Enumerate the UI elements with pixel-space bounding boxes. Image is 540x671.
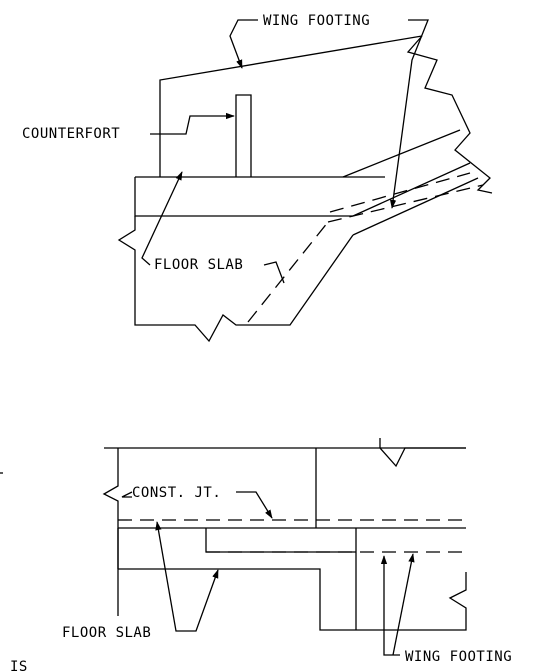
bottom-detail: CONST. JT. FLOOR SLAB WING FOOTING	[62, 438, 512, 665]
floor-slab-top	[134, 176, 385, 217]
top-wing-footing-label: WING FOOTING	[263, 13, 370, 29]
top-leaders	[141, 19, 429, 284]
slab-lower-outline	[117, 162, 479, 343]
bottom-outline	[102, 438, 467, 631]
bottom-const-jt-label: CONST. JT.	[132, 485, 221, 501]
top-floor-slab-label: FLOOR SLAB	[154, 257, 243, 273]
bottom-floor-slab-label: FLOOR SLAB	[62, 625, 151, 641]
bottom-leaders	[121, 491, 415, 656]
top-detail: WING FOOTING COUNTERFORT FLOOR SLAB	[22, 13, 493, 343]
wing-footing-outline	[159, 35, 493, 194]
bottom-hidden-lines	[118, 519, 466, 553]
hidden-lines	[247, 172, 484, 323]
edge-fragments: IS	[0, 472, 28, 671]
partial-edge-text: IS	[10, 659, 28, 671]
counterfort	[235, 94, 252, 177]
bottom-wing-footing-label: WING FOOTING	[405, 649, 512, 665]
top-counterfort-label: COUNTERFORT	[22, 126, 120, 142]
